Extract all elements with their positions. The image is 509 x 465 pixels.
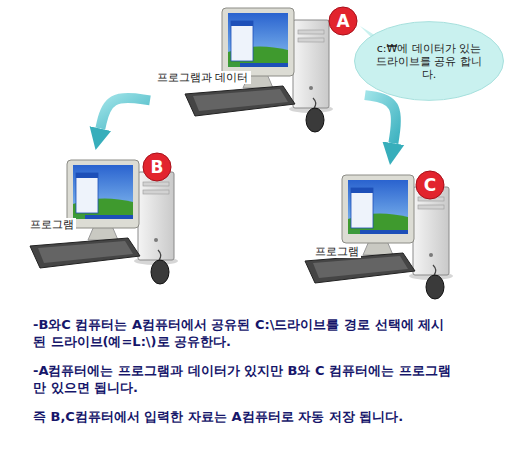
computer-node: 프로그램 B	[20, 150, 200, 295]
speech-bubble: c:₩에 데이터가 있는 드라이브를 공유 합니다.	[353, 20, 505, 102]
note-text: -B와C 컴퓨터는 A컴퓨터에서 공유된 C:\드라이브를 경로 선택에 제시된…	[33, 316, 453, 350]
computer-a	[185, 8, 333, 132]
badge-circle-shape	[329, 7, 357, 35]
computer-badge: B	[142, 152, 172, 182]
badge-circle-shape	[143, 153, 171, 181]
note-text: -A컴퓨터에는 프로그램과 데이터가 있지만 B와 C 컴퓨터에는 프로그램만 …	[33, 362, 453, 396]
computer-label: 프로그램과 데이터	[155, 71, 251, 84]
computer-badge: A	[328, 6, 358, 36]
computer-c	[305, 175, 453, 299]
curved-arrow	[365, 95, 396, 143]
badge-letter: A	[336, 11, 349, 31]
computer-label: 프로그램	[313, 245, 361, 258]
badge-letter: B	[151, 157, 164, 177]
bubble-ellipse-shape	[355, 22, 504, 101]
curved-arrow	[100, 98, 150, 129]
badge-circle-shape	[416, 171, 444, 199]
note-text: 즉 B,C컴퓨터에서 입력한 자료는 A컴퓨터로 자동 저장 됩니다.	[33, 408, 453, 425]
computer-node: 프로그램과 데이터 A	[150, 2, 365, 135]
bubble-text: c:₩에 데이터가 있는 드라이브를 공유 합니다.	[373, 42, 485, 81]
computer-label: 프로그램	[28, 218, 76, 231]
computer-badge: C	[415, 170, 445, 200]
notes-block: -B와C 컴퓨터는 A컴퓨터에서 공유된 C:\드라이브를 경로 선택에 제시된…	[33, 316, 453, 437]
computer-node: 프로그램 C	[300, 165, 480, 310]
badge-letter: C	[424, 175, 436, 195]
